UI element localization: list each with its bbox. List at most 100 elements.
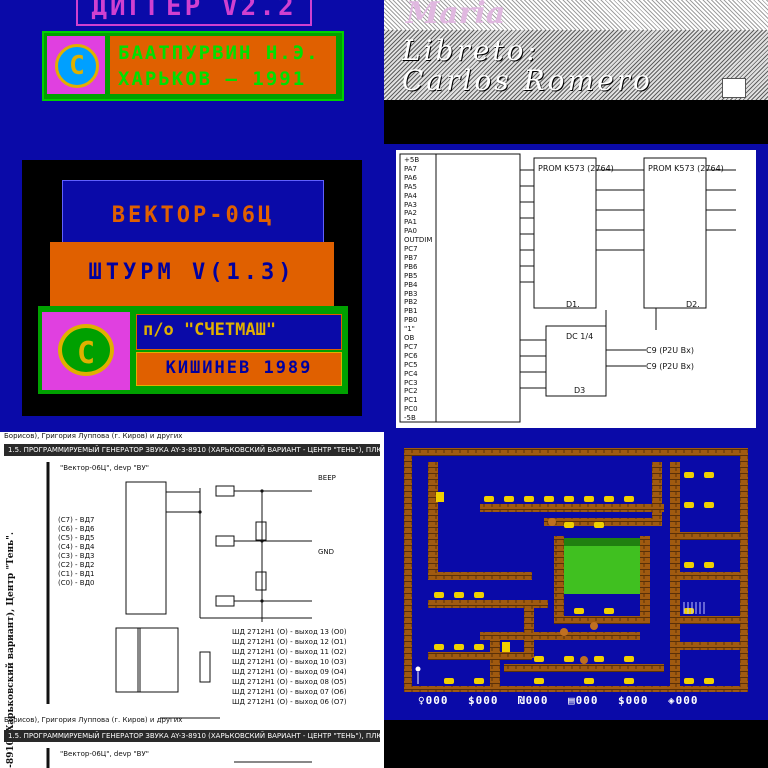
out1-label: C9 (P2U Bx) (646, 346, 694, 355)
corner-mark-icon (722, 78, 746, 98)
score-icon: ₪ (518, 694, 526, 707)
maria-title-screen: Maria Libreto: Carlos Romero (384, 0, 768, 144)
score-icon: $ (468, 694, 476, 707)
d3-label: D3 (574, 386, 586, 395)
pin-label: PA2 (404, 209, 418, 218)
left-signal: (C7) - ВД7 (58, 516, 95, 524)
pin-label: PB2 (404, 298, 418, 307)
score-value: 000 (525, 694, 549, 707)
score-counter: ◈000 (668, 694, 699, 707)
pin-label: "1" (404, 325, 415, 334)
empty-panel (384, 720, 768, 768)
score-icon: ▤ (568, 694, 576, 707)
pin-label: PC0 (404, 405, 418, 414)
city-year-line: ХАРЬКОВ — 1991 (118, 68, 307, 90)
score-value: 000 (575, 694, 599, 707)
right-signal: ШД 2712Н1 (О) - выход 10 (О3) (232, 658, 347, 666)
chip1-label: PROM K573 (2764) (538, 164, 614, 173)
score-counter: ▤000 (568, 694, 599, 707)
pin-label: PC6 (404, 351, 418, 360)
system-banner: ВЕКТОР-06Ц (62, 180, 324, 244)
score-value: 000 (675, 694, 699, 707)
author-line: БААТПУРВИН Н.Э. (118, 42, 320, 64)
pin-label: PA1 (404, 218, 418, 227)
pin-label: PC5 (404, 360, 418, 369)
schematic-drawing (399, 153, 736, 423)
c-logo: С (42, 312, 130, 390)
left-signal: (C0) - ВД0 (58, 579, 95, 587)
system-name: ВЕКТОР-06Ц (111, 203, 275, 228)
game-level (404, 448, 748, 692)
publisher-box: п/о "СЧЕТМАШ" (136, 314, 342, 350)
chip2-label: PROM K573 (2764) (648, 164, 724, 173)
pin-label: PC1 (404, 396, 418, 405)
score-counter: $000 (468, 694, 499, 707)
pin-label: PC3 (404, 378, 418, 387)
chip3-label: DC 1/4 (566, 332, 594, 341)
pin-label: -5B (404, 414, 416, 423)
vector-title-screen: ВЕКТОР-06Ц ШТУРМ V(1.3) С п/о "СЧЕТМАШ" … (0, 144, 384, 432)
score-counter: $000 (618, 694, 649, 707)
pin-label: PB6 (404, 262, 418, 271)
c-logo-icon: С (55, 44, 99, 88)
digger-title-screen: ДИГГЕР V2.2 С БААТПУРВИН Н.Э. ХАРЬКОВ — … (0, 0, 384, 144)
score-counter: ₪000 (518, 694, 549, 707)
left-signal: (C1) - ВД1 (58, 570, 95, 578)
right-signal: ШД 2712Н1 (О) - выход 08 (О5) (232, 678, 347, 686)
score-counter: ♀000 (418, 694, 449, 707)
pin-label: PB3 (404, 289, 418, 298)
dither-portrait (384, 30, 768, 100)
pin-label: +5B (404, 156, 420, 164)
credits-plate: С БААТПУРВИН Н.Э. ХАРЬКОВ — 1991 (42, 31, 344, 101)
d2-label: D2. (686, 300, 700, 309)
section-bar-2: 1.5. ПРОГРАММИРУЕМЫЙ ГЕНЕРАТОР ЗВУКА AY-… (4, 730, 380, 742)
pin-label: PA3 (404, 200, 418, 209)
right-signal: ШД 2712Н1 (О) - выход 07 (О6) (232, 688, 347, 696)
right-signal: ШД 2712Н1 (О) - выход 12 (О1) (232, 638, 347, 646)
pin-label: PC7 (404, 342, 418, 351)
score-value: 000 (425, 694, 449, 707)
game-name: ШТУРМ V(1.3) (88, 260, 296, 285)
left-signal: (C2) - ВД2 (58, 561, 95, 569)
pin-label: PA0 (404, 227, 418, 236)
beep-label: BEEP (318, 474, 336, 482)
pin-label: PA4 (404, 191, 418, 200)
schematic-sheet: PROM K573 (2764) PROM K573 (2764) DC 1/4… (396, 150, 756, 428)
right-signal: ШД 2712Н1 (О) - выход 11 (О2) (232, 648, 347, 656)
vector-label-2: "Вектор-06Ц", devp "ВУ" (60, 750, 149, 758)
dither-band (384, 0, 768, 34)
pin-label: PA7 (404, 164, 418, 173)
game-banner: ШТУРМ V(1.3) (50, 242, 334, 306)
pin-label: PC7 (404, 245, 418, 253)
maria-title: Maria (406, 0, 506, 31)
left-signal: (C6) - ВД6 (58, 525, 95, 533)
pin-label: OUTDIM (404, 236, 433, 245)
pin-label: OB (404, 334, 415, 342)
pin-label: PB4 (404, 280, 418, 289)
left-signal: (C4) - ВД4 (58, 543, 95, 551)
ay-schematic-drawing (46, 462, 312, 719)
publisher-name: п/о "СЧЕТМАШ" (143, 320, 277, 340)
page-header: Борисов), Григория Луппова (г. Киров) и … (4, 432, 183, 440)
pin-label: PA5 (404, 182, 418, 191)
libreto-label: Libreto: (402, 34, 539, 67)
pin-label: PB1 (404, 307, 418, 316)
publisher-plate: С п/о "СЧЕТМАШ" КИШИНЕВ 1989 (38, 306, 348, 394)
city-year: КИШИНЕВ 1989 (165, 358, 313, 378)
city-box: КИШИНЕВ 1989 (136, 352, 342, 386)
score-icon: ♀ (418, 694, 426, 707)
out2-label: C9 (P2U Bx) (646, 362, 694, 371)
right-signal: ШД 2712Н1 (О) - выход 09 (О4) (232, 668, 347, 676)
right-signal: ШД 2712Н1 (О) - выход 13 (О0) (232, 628, 347, 636)
credits-box: БААТПУРВИН Н.Э. ХАРЬКОВ — 1991 (110, 36, 336, 94)
title-frame: ВЕКТОР-06Ц ШТУРМ V(1.3) С п/о "СЧЕТМАШ" … (22, 160, 362, 416)
score-icon: $ (618, 694, 626, 707)
c-logo-icon: С (58, 324, 114, 376)
pin-label: PC2 (404, 387, 418, 396)
vector-label: "Вектор-06Ц", devp "ВУ" (60, 464, 149, 472)
ay-schematic-page: Борисов), Григория Луппова (г. Киров) и … (0, 432, 384, 768)
score-icon: ◈ (668, 694, 676, 707)
gnd-label: GND (318, 548, 335, 556)
score-value: 000 (475, 694, 499, 707)
pin-label: PB7 (404, 253, 418, 262)
